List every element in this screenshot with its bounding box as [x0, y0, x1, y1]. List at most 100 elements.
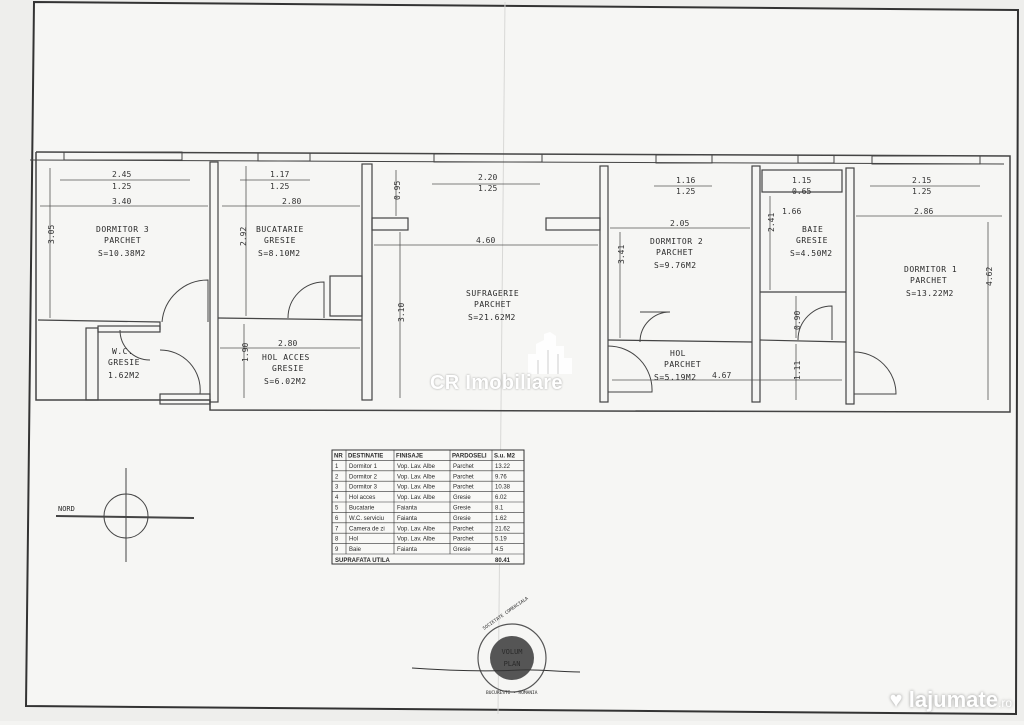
- table-cell: Parchet: [453, 464, 474, 470]
- room-name: HOL: [670, 349, 686, 358]
- room-name: HOL ACCES: [262, 353, 310, 362]
- table-cell: 1: [335, 464, 339, 470]
- dim-hol-height2: 1.11: [793, 361, 802, 380]
- room-wc: W.C. GRESIE 1.62M2: [108, 347, 140, 380]
- stamp-inner-disc: [490, 636, 534, 680]
- table-cell: Faianta: [397, 516, 418, 522]
- room-floor: PARCHET: [664, 360, 701, 369]
- table-cell: 9.76: [495, 474, 507, 480]
- table-header-cell: PARDOSELI: [452, 454, 487, 460]
- table-cell: Vop. Lav. Albe: [397, 464, 436, 470]
- dim-bucatarie-top2: 1.25: [270, 182, 289, 191]
- table-cell: Gresie: [453, 495, 471, 501]
- table-cell: Baie: [349, 547, 362, 553]
- compass-north-label: NORD: [58, 505, 75, 513]
- room-area: S=6.02M2: [264, 377, 307, 386]
- table-cell: 10.38: [495, 485, 511, 491]
- table-total-label: SUPRAFATA UTILA: [335, 558, 391, 564]
- dim-baie-top1: 1.15: [792, 176, 811, 185]
- signature: [411, 667, 581, 673]
- room-floor: PARCHET: [910, 276, 947, 285]
- room-floor: PARCHET: [104, 236, 141, 245]
- table-header-cell: DESTINATIE: [348, 454, 383, 460]
- table-cell: 4: [335, 495, 339, 501]
- room-floor: GRESIE: [108, 358, 140, 367]
- room-area: S=5.19M2: [654, 373, 697, 382]
- room-bucatarie: BUCATARIE GRESIE S=8.10M2: [256, 225, 303, 258]
- dim-dormitor3-top2: 1.25: [112, 182, 131, 191]
- room-name: W.C.: [112, 347, 133, 356]
- table-cell: Camera de zi: [349, 526, 385, 532]
- stamp-outer-ring: [477, 623, 547, 693]
- table-cell: 1.62: [495, 516, 507, 522]
- room-sufragerie: SUFRAGERIE PARCHET S=21.62M2: [466, 289, 519, 322]
- room-floor: GRESIE: [264, 236, 296, 245]
- dim-sufragerie-top2: 1.25: [478, 184, 497, 193]
- table-cell: Vop. Lav. Albe: [397, 474, 436, 480]
- table-cell: 8.1: [495, 506, 504, 512]
- table-grid: [332, 450, 524, 555]
- table-cell: Dormitor 1: [349, 464, 378, 470]
- dim-dormitor3-height: 3.05: [47, 225, 56, 244]
- dim-bucatarie-top1: 1.17: [270, 170, 289, 179]
- building-skyline-icon: [528, 332, 572, 374]
- room-area: S=10.38M2: [98, 249, 146, 258]
- table-header-cell: NR: [334, 454, 343, 460]
- table-cell: Vop. Lav. Albe: [397, 526, 436, 532]
- room-area: S=8.10M2: [258, 249, 301, 258]
- room-baie: BAIE GRESIE S=4.50M2: [790, 225, 832, 258]
- table-cell: Dormitor 3: [349, 485, 378, 491]
- outer-walls: [29, 151, 1011, 413]
- dim-baie-height: 2.41: [767, 213, 776, 232]
- dim-sufragerie-height: 3.10: [397, 303, 406, 322]
- table-cell: Parchet: [453, 526, 474, 532]
- lajumate-logo[interactable]: ♥ lajumate.ro: [890, 687, 1012, 713]
- dim-dormitor2-top2: 1.25: [676, 187, 695, 196]
- lajumate-tld: .ro: [997, 696, 1012, 710]
- table-cell: 5.19: [495, 537, 507, 543]
- table-cell: Faianta: [397, 506, 418, 512]
- room-name: SUFRAGERIE: [466, 289, 519, 298]
- table-cell: Gresie: [453, 516, 471, 522]
- table-cell: Parchet: [453, 485, 474, 491]
- door-swings: [119, 279, 897, 395]
- table-cell: Hol: [349, 537, 358, 543]
- dim-dormitor2-width: 2.05: [670, 219, 689, 228]
- watermark-brand: CR Imobiliare: [430, 372, 563, 394]
- table-cell: Vop. Lav. Albe: [397, 485, 436, 491]
- dim-dormitor1-height: 4.62: [985, 267, 994, 286]
- table-cell: 8: [335, 537, 339, 543]
- room-name: DORMITOR 3: [96, 225, 149, 234]
- table-cell: Vop. Lav. Albe: [397, 495, 436, 501]
- room-name: DORMITOR 2: [650, 237, 703, 246]
- cr-imobiliare-watermark: CR Imobiliare: [430, 330, 600, 400]
- north-compass: NORD: [55, 468, 195, 562]
- table-cell: Vop. Lav. Albe: [397, 537, 436, 543]
- dimension-labels: 2.45 1.25 3.40 3.05 1.17 1.25 2.80 2.92 …: [47, 170, 994, 380]
- room-floor: PARCHET: [474, 300, 511, 309]
- table-cell: 13.22: [495, 464, 511, 470]
- table-cell: W.C. serviciu: [349, 516, 384, 522]
- dim-baie-top2: 0.65: [792, 187, 811, 196]
- table-cell: Dormitor 2: [349, 474, 378, 480]
- dim-dormitor1-width: 2.86: [914, 207, 933, 216]
- dim-bucatarie-height: 2.92: [239, 227, 248, 246]
- room-labels: DORMITOR 3 PARCHET S=10.38M2 BUCATARIE G…: [96, 225, 957, 386]
- table-cell: 3: [335, 485, 339, 491]
- table-header-cell: FINISAJE: [396, 454, 423, 460]
- dim-bucatarie-width: 2.80: [282, 197, 301, 206]
- room-floor: GRESIE: [272, 364, 304, 373]
- dim-hol-height1: 0.90: [793, 311, 802, 330]
- table-cell: 21.62: [495, 526, 511, 532]
- room-dormitor-1: DORMITOR 1 PARCHET S=13.22M2: [904, 265, 957, 298]
- room-dormitor-3: DORMITOR 3 PARCHET S=10.38M2: [96, 225, 149, 258]
- room-dormitor-2: DORMITOR 2 PARCHET S=9.76M2: [650, 237, 703, 270]
- dim-dormitor2-top1: 1.16: [676, 176, 695, 185]
- room-hol-acces: HOL ACCES GRESIE S=6.02M2: [262, 353, 310, 386]
- stamp-text-plan: PLAN: [504, 660, 521, 668]
- table-cell: Gresie: [453, 547, 471, 553]
- table-cell: Bucatarie: [349, 506, 375, 512]
